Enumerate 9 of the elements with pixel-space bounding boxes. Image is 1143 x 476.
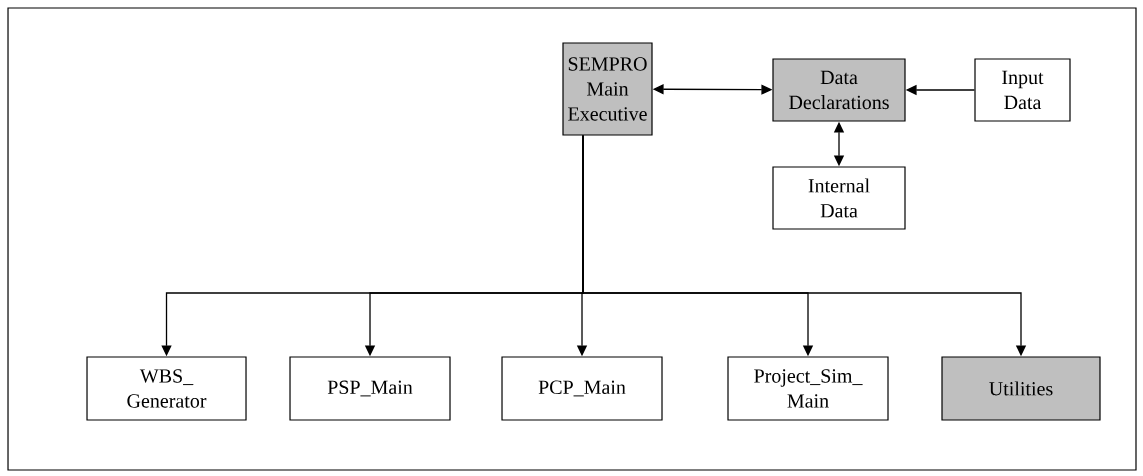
- module-box: Input Data: [974, 58, 1071, 122]
- module-box: Data Declarations: [772, 58, 906, 122]
- module-box: PCP_Main: [501, 356, 663, 421]
- module-box: Utilities: [941, 356, 1101, 421]
- module-box: Project_Sim_ Main: [727, 356, 889, 421]
- module-box: WBS_ Generator: [86, 356, 247, 421]
- module-box: Internal Data: [772, 166, 906, 230]
- module-box: SEMPRO Main Executive: [562, 42, 653, 136]
- module-box: PSP_Main: [289, 356, 451, 421]
